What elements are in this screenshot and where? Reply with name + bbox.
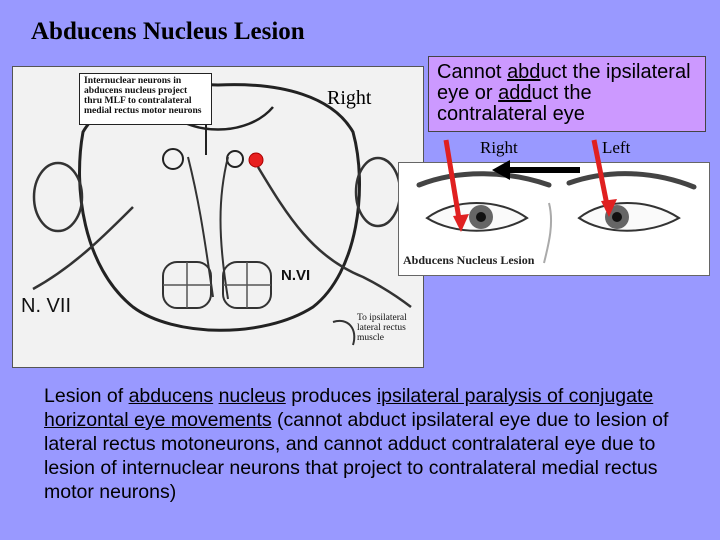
eye-label-right: Right — [480, 138, 518, 157]
side-label-right: Right — [327, 87, 372, 109]
eyes-image: Abducens Nucleus Lesion — [398, 162, 710, 276]
brainstem-diagram: Internuclear neurons in abducens nucleus… — [12, 66, 424, 368]
lateral-rectus-note: To ipsilateral lateral rectus muscle — [357, 313, 407, 343]
statement-text-3: uct the contralateral eye — [437, 82, 592, 125]
nerve-vi-label: N.VI — [281, 267, 311, 284]
body-paralysis-phrase: ipsilateral paralysis of conjugate horiz… — [44, 385, 654, 431]
body-text-4: (cannot abduct ipsilateral eye due to le… — [44, 409, 669, 503]
right-lobe — [354, 156, 402, 228]
statement-text-1: Cannot — [437, 61, 508, 83]
deficit-statement: Cannot abduct the ipsilateral eye or add… — [428, 56, 706, 132]
body-text-1: Lesion of — [44, 385, 129, 407]
nerve-vii-label: N. VII — [21, 295, 72, 317]
statement-abd: abd — [507, 61, 541, 83]
slide-title: Abducens Nucleus Lesion — [31, 18, 305, 45]
statement-add: add — [498, 82, 532, 104]
body-nucleus: nucleus — [218, 385, 286, 407]
explanation-paragraph: Lesion of abducens nucleus produces ipsi… — [44, 384, 694, 504]
lesion-marker — [248, 152, 264, 168]
left-lobe — [32, 161, 84, 233]
eye-label-left: Left — [602, 138, 631, 157]
abducens-nucleus-left — [162, 148, 184, 170]
body-abducens: abducens — [128, 385, 214, 407]
internuclear-callout: Internuclear neurons in abducens nucleus… — [79, 73, 212, 125]
body-text-3: produces — [285, 385, 377, 407]
statement-text-2: uct the ipsilateral eye or — [437, 61, 691, 104]
eyes-caption: Abducens Nucleus Lesion — [403, 253, 535, 267]
abducens-nucleus-right-outline — [226, 150, 244, 168]
left-eye — [577, 202, 681, 232]
